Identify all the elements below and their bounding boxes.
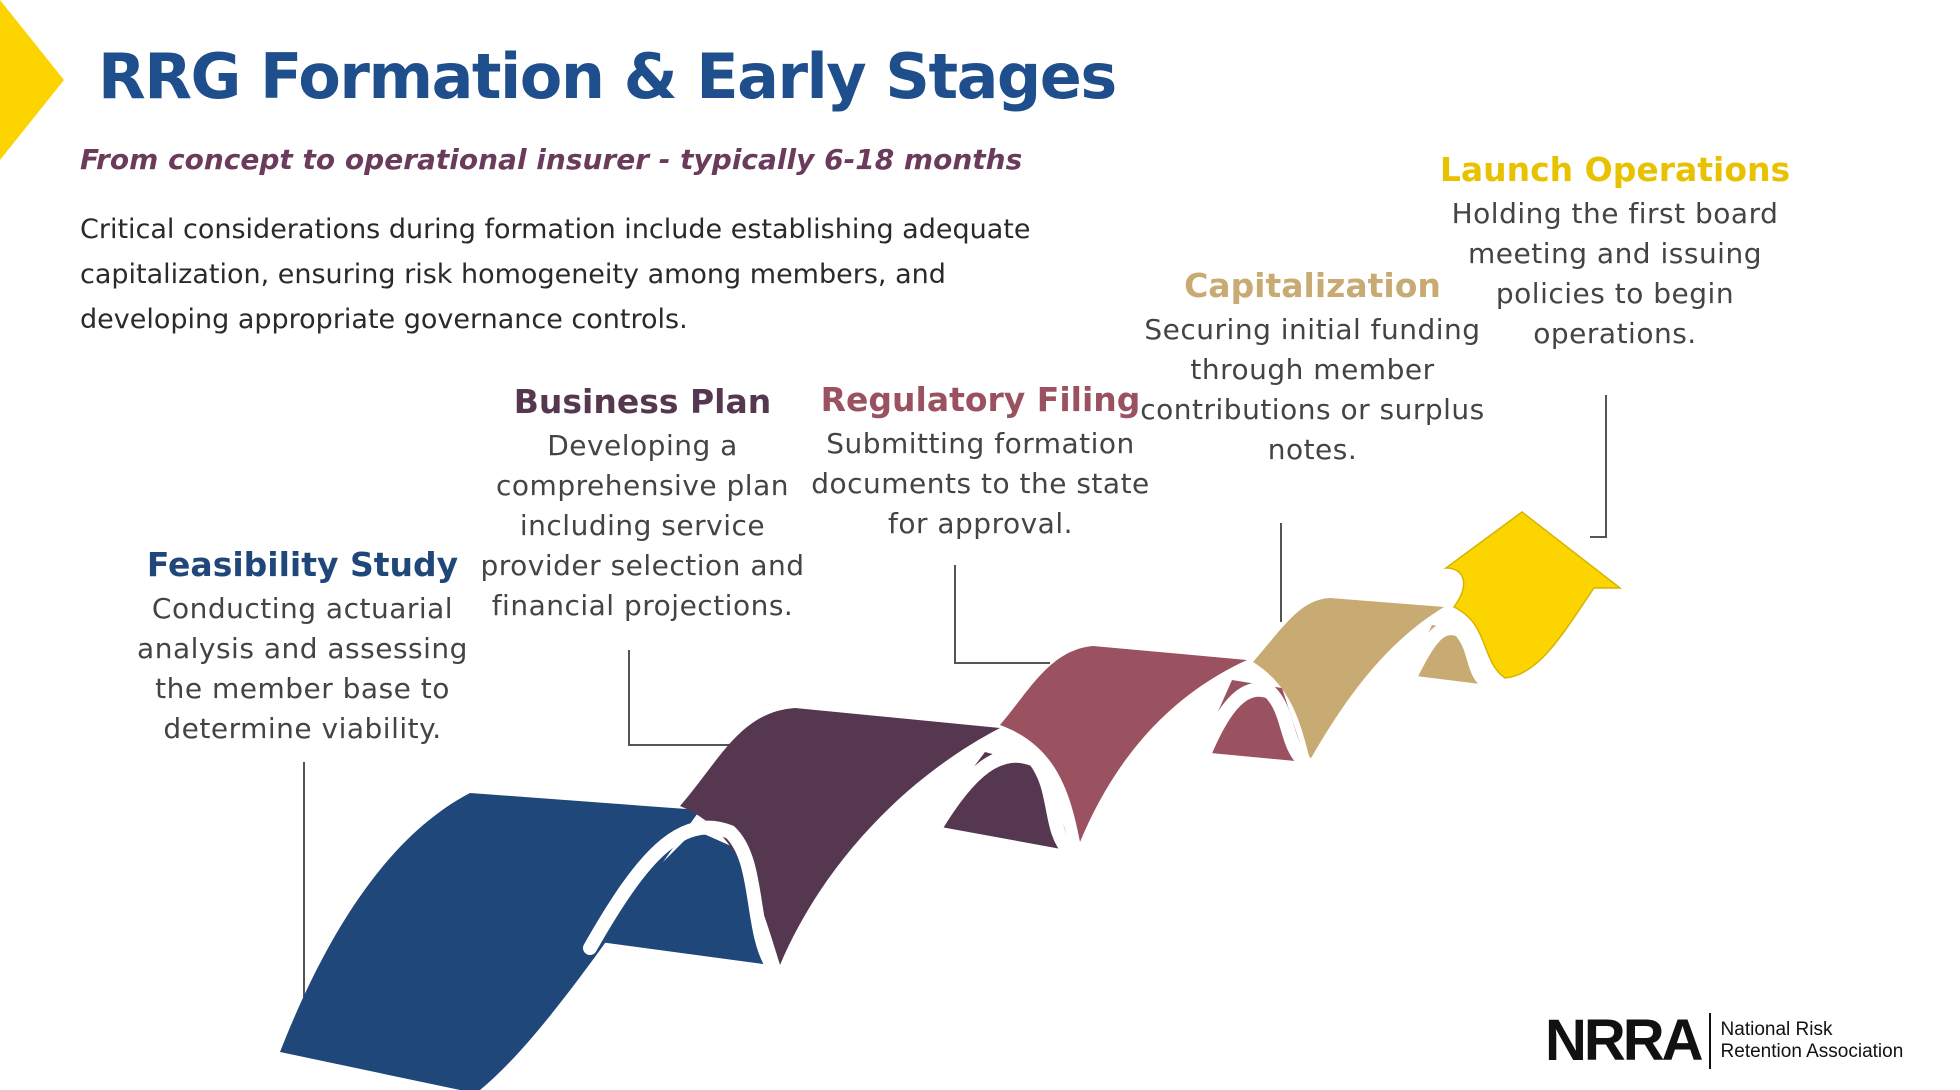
page-title: RRG Formation & Early Stages [98,40,1117,113]
stage-capitalization: Capitalization Securing initial funding … [1135,266,1490,470]
stage-launch-operations: Launch Operations Holding the first boar… [1425,150,1805,354]
ribbon-segment-regulatory [1000,646,1247,842]
ribbon-arrow-launch [1443,511,1623,679]
stage-title: Business Plan [513,382,772,421]
ribbon-segment-feasibility [280,793,700,1090]
intro-paragraph: Critical considerations during formation… [80,214,1031,335]
accent-chevron-icon [0,0,64,160]
stage-title: Feasibility Study [146,545,459,584]
stage-feasibility-study: Feasibility Study Conducting actuarial a… [125,545,480,749]
logo-mark: NRRA [1545,1008,1704,1073]
stage-description: Holding the first board meeting and issu… [1451,197,1779,350]
page-subtitle: From concept to operational insurer - ty… [80,143,1023,176]
ribbon-flap-feasibility [585,830,770,965]
connector-launch [1590,395,1607,538]
stage-title: Capitalization [1184,266,1441,305]
stage-title: Launch Operations [1439,150,1791,189]
stage-title: Regulatory Filing [820,380,1141,419]
stage-description: Securing initial funding through member … [1140,313,1485,466]
nrra-logo: NRRA National Risk Retention Association [1545,1012,1903,1070]
connector-regulatory [954,565,1050,664]
logo-line-1: National Risk [1720,1019,1833,1040]
stage-description: Developing a comprehensive plan includin… [480,429,805,622]
logo-line-2: Retention Association [1720,1041,1904,1062]
logo-text: National Risk Retention Association [1721,1019,1904,1063]
logo-divider [1708,1013,1711,1069]
ribbon-flap-business-plan [930,752,1072,851]
stage-regulatory-filing: Regulatory Filing Submitting formation d… [808,380,1153,544]
stage-business-plan: Business Plan Developing a comprehensive… [465,382,820,626]
connector-business-plan [628,650,732,746]
stage-description: Conducting actuarial analysis and assess… [137,592,468,745]
stage-description: Submitting formation documents to the st… [811,427,1150,540]
ribbon-segment-capitalization [1253,598,1444,760]
